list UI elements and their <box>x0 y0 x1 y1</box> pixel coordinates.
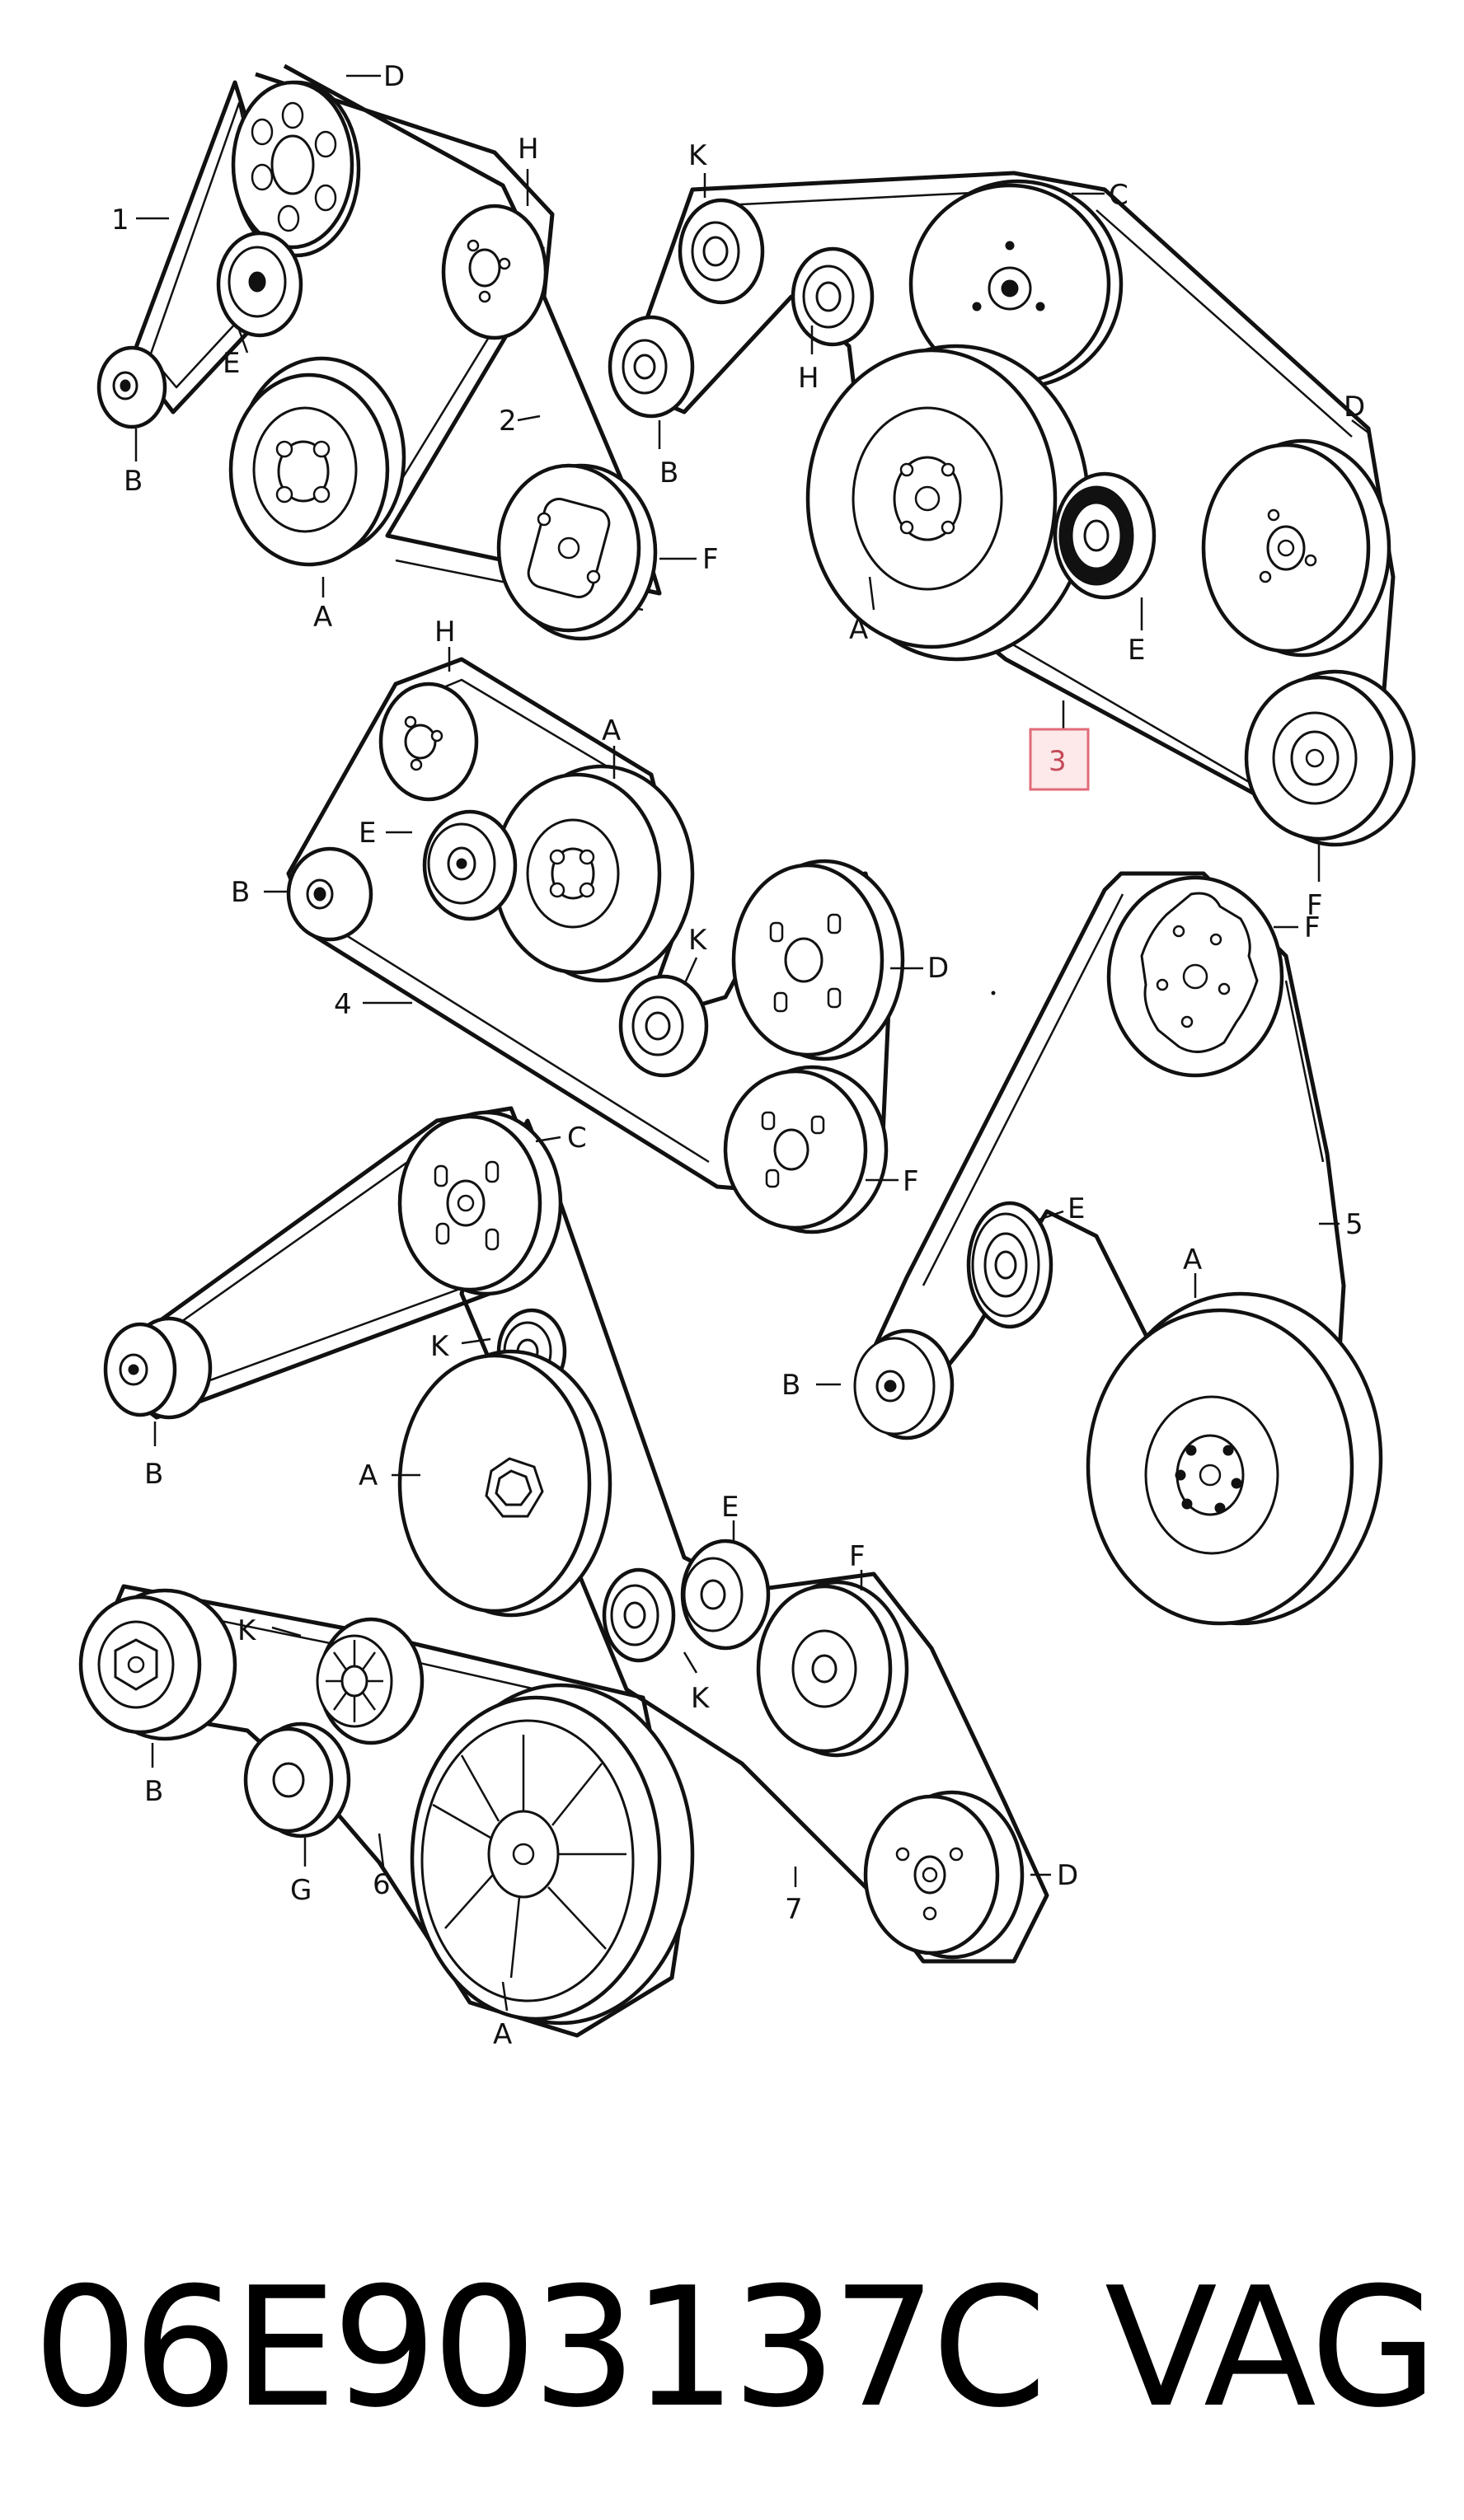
label-e: E <box>223 347 240 380</box>
label-e: E <box>359 817 376 850</box>
pulley-f <box>496 463 658 641</box>
pulley-c <box>908 179 1124 390</box>
pulley-d <box>1201 438 1391 658</box>
pulley-d <box>231 80 361 258</box>
label-a: A <box>849 613 868 646</box>
belt-7a-inner <box>156 1140 504 1398</box>
belt-routing-diagram: 1 D H 2 E B A F <box>78 60 1416 2051</box>
belt-layout-5: F E A 5 B <box>781 871 1383 1626</box>
pulley-a <box>805 344 1091 662</box>
part-number: 06E903137C <box>33 2252 1047 2444</box>
label-g: G <box>290 1874 312 1907</box>
pulley-e <box>216 231 303 338</box>
label-d: D <box>927 952 949 985</box>
pulley-f <box>1244 669 1416 847</box>
label-6: 6 <box>373 1868 391 1901</box>
pulley-f <box>756 1580 909 1758</box>
label-7: 7 <box>785 1893 803 1926</box>
label-a: A <box>493 2018 512 2051</box>
brand-name: VAG <box>1105 2252 1438 2444</box>
pulley-b <box>103 1316 213 1420</box>
pulley-k-lower <box>602 1567 676 1663</box>
pulley-d <box>863 1790 1025 1960</box>
label-e: E <box>1068 1192 1085 1225</box>
label-k-2: K <box>691 1682 711 1715</box>
label-3-highlighted: 3 <box>1049 745 1067 778</box>
label-d: D <box>1057 1859 1078 1892</box>
pulley-a <box>397 1349 612 1618</box>
pulley-c <box>397 1110 563 1296</box>
belt-layout-6: K B G 6 A <box>78 1584 695 2051</box>
pulley-h <box>378 682 479 802</box>
pulley-f <box>723 1065 889 1234</box>
label-f: F <box>1304 911 1321 944</box>
label-b: B <box>231 876 250 909</box>
label-a: A <box>313 601 332 634</box>
pulley-b <box>96 345 167 429</box>
belt-layout-1: 1 D H 2 E B A F <box>96 60 719 641</box>
pulley-e <box>966 1201 1053 1329</box>
caption: 06E903137C VAG <box>0 2225 1464 2472</box>
pulley-h <box>441 204 548 340</box>
label-k: K <box>688 924 708 957</box>
label-b: B <box>144 1458 163 1491</box>
pulley-e <box>1053 471 1157 600</box>
pulley-k <box>678 198 765 305</box>
label-b: B <box>124 465 143 498</box>
label-b: B <box>781 1369 800 1402</box>
highlighted-callout-box <box>1029 728 1090 791</box>
pulley-g <box>243 1721 351 1838</box>
pulley-a <box>228 356 406 567</box>
label-h: H <box>434 616 456 649</box>
label-b: B <box>144 1775 163 1808</box>
belt-layout-3: K C H B D A E 3 F <box>608 139 1416 922</box>
label-f: F <box>903 1165 919 1198</box>
label-c: C <box>567 1122 587 1155</box>
pulley-e <box>422 809 518 921</box>
pulley-b <box>853 1328 955 1440</box>
stray-mark <box>991 991 996 995</box>
belt-layout-7: C K A B E F K 7 D <box>103 1106 1078 1964</box>
label-d: D <box>1344 391 1365 424</box>
pulley-a <box>410 1683 695 2026</box>
label-1: 1 <box>111 204 129 237</box>
label-c: C <box>1109 179 1128 212</box>
label-a: A <box>602 714 621 747</box>
pulley-k <box>316 1617 425 1745</box>
label-k: K <box>430 1330 450 1363</box>
label-2: 2 <box>499 405 517 438</box>
label-5: 5 <box>1345 1208 1363 1241</box>
label-h: H <box>798 362 819 395</box>
pulley-b <box>608 315 695 419</box>
label-k: K <box>688 139 708 172</box>
label-k: K <box>237 1614 257 1647</box>
label-f: F <box>702 543 719 576</box>
pulley-k <box>618 974 709 1078</box>
label-e: E <box>1128 634 1145 667</box>
label-a: A <box>359 1459 378 1492</box>
label-a: A <box>1183 1244 1202 1276</box>
pulley-f <box>1106 875 1284 1078</box>
pulley-b <box>78 1588 237 1741</box>
label-f: F <box>849 1540 866 1573</box>
label-b: B <box>659 457 678 489</box>
label-4: 4 <box>334 988 352 1021</box>
label-f: F <box>1307 889 1323 922</box>
pulley-a <box>492 764 695 983</box>
belt-5-inner <box>922 893 1325 1286</box>
belt-3-inner <box>708 190 1353 805</box>
pulley-e <box>680 1539 771 1651</box>
pulley-d <box>731 859 905 1061</box>
label-h: H <box>518 133 539 166</box>
label-e: E <box>721 1491 739 1524</box>
label-d: D <box>383 60 405 93</box>
pulley-h <box>791 246 875 347</box>
pulley-a <box>1086 1291 1383 1626</box>
pulley-b <box>286 846 373 942</box>
belt-layout-4: H A E B K D 4 F <box>231 616 949 1234</box>
